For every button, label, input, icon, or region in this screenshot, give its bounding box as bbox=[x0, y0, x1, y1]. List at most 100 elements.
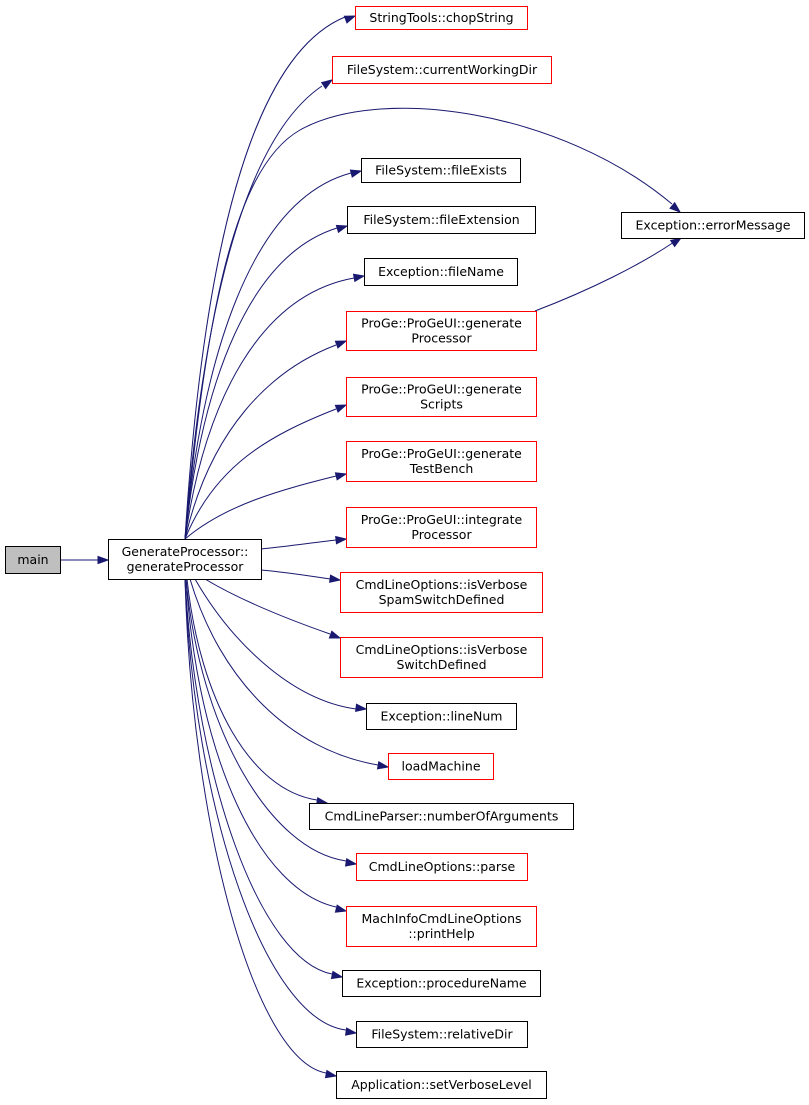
node-generate-processor[interactable]: GenerateProcessor::generateProcessor bbox=[108, 539, 262, 580]
node-is-verbose-spam[interactable]: CmdLineOptions::isVerboseSpamSwitchDefin… bbox=[340, 572, 543, 613]
edge-generate-testbench bbox=[184, 472, 348, 540]
node-label: ProGe::ProGeUI::generate bbox=[361, 316, 522, 331]
node-label: CmdLineOptions::isVerbose bbox=[356, 642, 528, 657]
node-label: Exception::fileName bbox=[378, 264, 504, 279]
node-label: MachInfoCmdLineOptions bbox=[361, 911, 521, 926]
edge-relative-dir-line bbox=[184, 578, 347, 1031]
node-box bbox=[108, 539, 262, 580]
node-number-of-arguments[interactable]: CmdLineParser::numberOfArguments bbox=[309, 803, 574, 830]
node-label: generateProcessor bbox=[127, 559, 245, 574]
node-current-working-dir[interactable]: FileSystem::currentWorkingDir bbox=[332, 56, 552, 84]
node-error-message[interactable]: Exception::errorMessage bbox=[621, 212, 805, 239]
node-box bbox=[340, 637, 543, 678]
edge-generate-processor-ui-arrowhead bbox=[334, 340, 348, 349]
edge-file-name-line bbox=[184, 277, 355, 540]
node-set-verbose-level[interactable]: Application::setVerboseLevel bbox=[336, 1071, 547, 1099]
edge-error-message-line bbox=[184, 107, 673, 540]
node-label: Processor bbox=[411, 331, 472, 346]
edge-number-of-arguments-line bbox=[186, 578, 318, 801]
node-label: Exception::errorMessage bbox=[636, 218, 791, 233]
node-label: Scripts bbox=[420, 397, 463, 412]
edge-print-help-line bbox=[185, 578, 337, 908]
node-label: ProGe::ProGeUI::generate bbox=[361, 382, 522, 397]
node-box bbox=[388, 753, 494, 780]
edge-print-help-arrowhead bbox=[334, 904, 348, 913]
edge-current-working-dir bbox=[184, 79, 334, 540]
node-parse[interactable]: CmdLineOptions::parse bbox=[356, 853, 528, 881]
node-label: Exception::procedureName bbox=[356, 976, 527, 991]
main-to-generate-processor bbox=[60, 555, 110, 565]
node-label: FileSystem::fileExtension bbox=[363, 212, 519, 227]
edge-file-extension-line bbox=[184, 227, 338, 540]
node-label: CmdLineParser::numberOfArguments bbox=[325, 809, 559, 824]
node-file-name[interactable]: Exception::fileName bbox=[364, 258, 518, 286]
node-file-exists[interactable]: FileSystem::fileExists bbox=[361, 158, 521, 183]
node-generate-processor-ui[interactable]: ProGe::ProGeUI::generateProcessor bbox=[346, 311, 537, 351]
node-procedure-name[interactable]: Exception::procedureName bbox=[342, 970, 541, 997]
edge-parse-arrowhead bbox=[344, 858, 358, 867]
node-line-num[interactable]: Exception::lineNum bbox=[366, 703, 517, 730]
edge-generate-testbench-arrowhead bbox=[334, 472, 348, 481]
edge-file-exists-line bbox=[184, 172, 352, 540]
edge-file-name-arrowhead bbox=[352, 273, 366, 283]
node-box bbox=[361, 158, 521, 183]
node-box bbox=[346, 377, 537, 417]
edge-integrate-processor-arrowhead bbox=[335, 535, 348, 545]
edge-generate-ui-error-message bbox=[534, 237, 683, 312]
node-box bbox=[346, 507, 537, 548]
edge-generate-processor-ui bbox=[184, 340, 348, 540]
node-box bbox=[356, 1021, 528, 1048]
edge-file-extension bbox=[184, 224, 349, 540]
node-label: GenerateProcessor:: bbox=[122, 544, 249, 559]
edge-line-num-arrowhead bbox=[355, 703, 368, 713]
edge-print-help bbox=[185, 578, 348, 913]
edge-error-message bbox=[184, 107, 682, 540]
edge-is-verbose-spam bbox=[260, 569, 342, 583]
edge-is-verbose-spam-arrowhead bbox=[329, 574, 342, 583]
node-main: main bbox=[5, 546, 61, 574]
node-box bbox=[332, 56, 552, 84]
edge-load-machine-arrowhead bbox=[376, 760, 390, 770]
node-box bbox=[366, 703, 517, 730]
node-label: ::printHelp bbox=[408, 926, 474, 941]
node-box bbox=[355, 6, 528, 30]
edge-set-verbose-level-arrowhead bbox=[324, 1069, 338, 1079]
node-label: CmdLineOptions::parse bbox=[369, 859, 516, 874]
edge-generate-scripts bbox=[184, 404, 348, 540]
node-label: FileSystem::fileExists bbox=[375, 163, 507, 178]
node-print-help[interactable]: MachInfoCmdLineOptions::printHelp bbox=[346, 906, 537, 947]
node-box bbox=[5, 546, 61, 574]
node-relative-dir[interactable]: FileSystem::relativeDir bbox=[356, 1021, 528, 1048]
edge-generate-ui-error-message-arrowhead bbox=[669, 237, 683, 248]
node-box bbox=[364, 258, 518, 286]
node-box bbox=[336, 1071, 547, 1099]
edge-procedure-name-line bbox=[184, 578, 333, 975]
node-label: TestBench bbox=[409, 461, 474, 476]
node-label: FileSystem::relativeDir bbox=[371, 1027, 513, 1042]
edge-generate-ui-error-message-line bbox=[534, 241, 675, 312]
edge-generate-processor-ui-line bbox=[184, 344, 337, 540]
edge-set-verbose-level bbox=[184, 578, 338, 1079]
edge-file-exists-arrowhead bbox=[349, 169, 363, 178]
edge-integrate-processor bbox=[260, 535, 348, 550]
node-label: ProGe::ProGeUI::generate bbox=[361, 446, 522, 461]
edge-chop-string bbox=[184, 15, 357, 540]
node-label: loadMachine bbox=[401, 759, 480, 774]
edge-file-exists bbox=[184, 169, 363, 540]
node-label: FileSystem::currentWorkingDir bbox=[347, 62, 538, 77]
node-file-extension[interactable]: FileSystem::fileExtension bbox=[347, 206, 536, 234]
edge-line-num bbox=[194, 578, 368, 713]
node-box bbox=[347, 206, 536, 234]
edge-file-name bbox=[184, 273, 366, 540]
node-chop-string[interactable]: StringTools::chopString bbox=[355, 6, 528, 30]
node-load-machine[interactable]: loadMachine bbox=[388, 753, 494, 780]
call-nodes: main GenerateProcessor::generateProcessor… bbox=[5, 6, 805, 1099]
node-box bbox=[356, 853, 528, 881]
call-edges bbox=[60, 15, 683, 1079]
edge-generate-scripts-line bbox=[184, 408, 337, 540]
